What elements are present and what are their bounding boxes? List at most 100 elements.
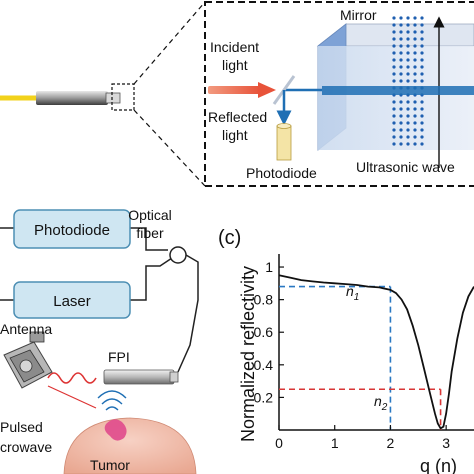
ultrasonic-dot (413, 58, 417, 62)
y-tick-label: 0.4 (254, 357, 274, 373)
ultrasonic-dot (406, 107, 410, 111)
ultrasonic-dot (399, 65, 403, 69)
n2-annotation: n2 (374, 393, 388, 413)
reflectivity-curve (278, 274, 474, 430)
ultrasonic-dot (399, 58, 403, 62)
ultrasonic-dot (392, 44, 396, 48)
ultrasonic-dot (420, 142, 424, 146)
ultrasonic-dot (413, 142, 417, 146)
mirror-label: Mirror (340, 7, 377, 23)
ultrasonic-dot (392, 16, 396, 20)
ultrasonic-dot (406, 51, 410, 55)
probe-tip (105, 92, 121, 104)
photodiode-label: Photodiode (246, 165, 317, 181)
fpi-probe (103, 369, 179, 385)
ultrasonic-dot (420, 107, 424, 111)
blue-beam (322, 86, 474, 95)
reflectivity-chart: (c) Normalized reflectivity q (n) 0.20.4… (218, 227, 474, 474)
incident-label-line2: light (222, 57, 248, 73)
ultrasonic-dot (406, 23, 410, 27)
probe-body (36, 91, 108, 105)
ultrasonic-dot (399, 44, 403, 48)
ultrasonic-dot (420, 65, 424, 69)
ultrasonic-dot (406, 114, 410, 118)
ultrasonic-dot (392, 58, 396, 62)
ultrasonic-dot (406, 16, 410, 20)
ultrasonic-dot (399, 23, 403, 27)
ultrasonic-dot (413, 51, 417, 55)
fiber-from-laser (130, 257, 173, 301)
ultrasonic-dot (399, 142, 403, 146)
zoom-source-box (111, 83, 135, 111)
ultrasonic-dot (392, 79, 396, 83)
ultrasonic-dot (399, 107, 403, 111)
x-tick-label: 2 (387, 435, 395, 451)
optical-fiber-label-2: fiber (136, 225, 164, 241)
ultrasonic-dot (420, 72, 424, 76)
reflected-label-line2: light (222, 127, 248, 143)
ultrasonic-dot (413, 23, 417, 27)
ultrasonic-dot (420, 128, 424, 132)
ultrasonic-dot (392, 135, 396, 139)
ultrasonic-dot (392, 114, 396, 118)
ultrasonic-dot (406, 58, 410, 62)
ultrasonic-dot (392, 121, 396, 125)
x-tick-label: 1 (331, 435, 339, 451)
laser-box (13, 281, 131, 319)
ultrasonic-dot (406, 128, 410, 132)
chart-ylabel: Normalized reflectivity (238, 266, 258, 442)
photodiode-icon (276, 123, 292, 161)
emission-arc-2 (101, 398, 123, 405)
top-panel: Mirror Incident light Reflected light Ph… (0, 1, 474, 187)
ultrasonic-dot (420, 135, 424, 139)
ultrasonic-dot (413, 30, 417, 34)
ultrasonic-dot (420, 121, 424, 125)
ultrasonic-dot (399, 51, 403, 55)
ultrasonic-dot (413, 72, 417, 76)
ultrasonic-dot (420, 58, 424, 62)
ultrasonic-dot (399, 100, 403, 104)
y-tick-label: 0.6 (254, 324, 274, 340)
ultrasonic-dot (406, 135, 410, 139)
ultrasonic-dot (420, 51, 424, 55)
optical-fiber-label-1: Optical (128, 207, 172, 223)
ultrasonic-dot (399, 72, 403, 76)
system-schematic: Photodiode Laser Optical fiber Antenna F… (0, 207, 199, 474)
ultrasonic-dot (420, 30, 424, 34)
ultrasonic-dot (406, 100, 410, 104)
ultrasonic-dot (399, 37, 403, 41)
ultrasonic-dot (413, 121, 417, 125)
ultrasonic-dot (399, 30, 403, 34)
photodiode-box-label: Photodiode (34, 222, 110, 239)
x-tick-label: 0 (275, 435, 283, 451)
ultrasonic-dot (413, 79, 417, 83)
x-tick-label: 3 (442, 435, 450, 451)
fiber-to-fpi (177, 254, 199, 373)
ultrasonic-dot (392, 65, 396, 69)
ultrasonic-dot (399, 16, 403, 20)
ultrasonic-dot (406, 44, 410, 48)
ultrasonic-dot (392, 72, 396, 76)
chart-axes (278, 254, 474, 431)
incident-arrowhead (258, 82, 276, 98)
antenna-icon (3, 331, 53, 389)
ultrasonic-dot (413, 128, 417, 132)
chart-guides (279, 285, 442, 430)
ultrasonic-dot (392, 37, 396, 41)
ultrasonic-dot (413, 114, 417, 118)
zoom-line-top (133, 1, 206, 85)
pulsed-label: Pulsed (0, 419, 43, 435)
fiber-coupler (169, 246, 187, 264)
ultrasonic-dot (420, 37, 424, 41)
photodiode-box (13, 209, 131, 249)
fiber-from-photodiode (130, 227, 168, 251)
ultrasonic-dot (413, 135, 417, 139)
ultrasonic-dot (413, 44, 417, 48)
ultrasonic-dot (406, 37, 410, 41)
ultrasonic-dot (413, 16, 417, 20)
ultrasonic-dot (399, 128, 403, 132)
antenna-label: Antenna (0, 321, 52, 337)
ultrasonic-dot (392, 23, 396, 27)
